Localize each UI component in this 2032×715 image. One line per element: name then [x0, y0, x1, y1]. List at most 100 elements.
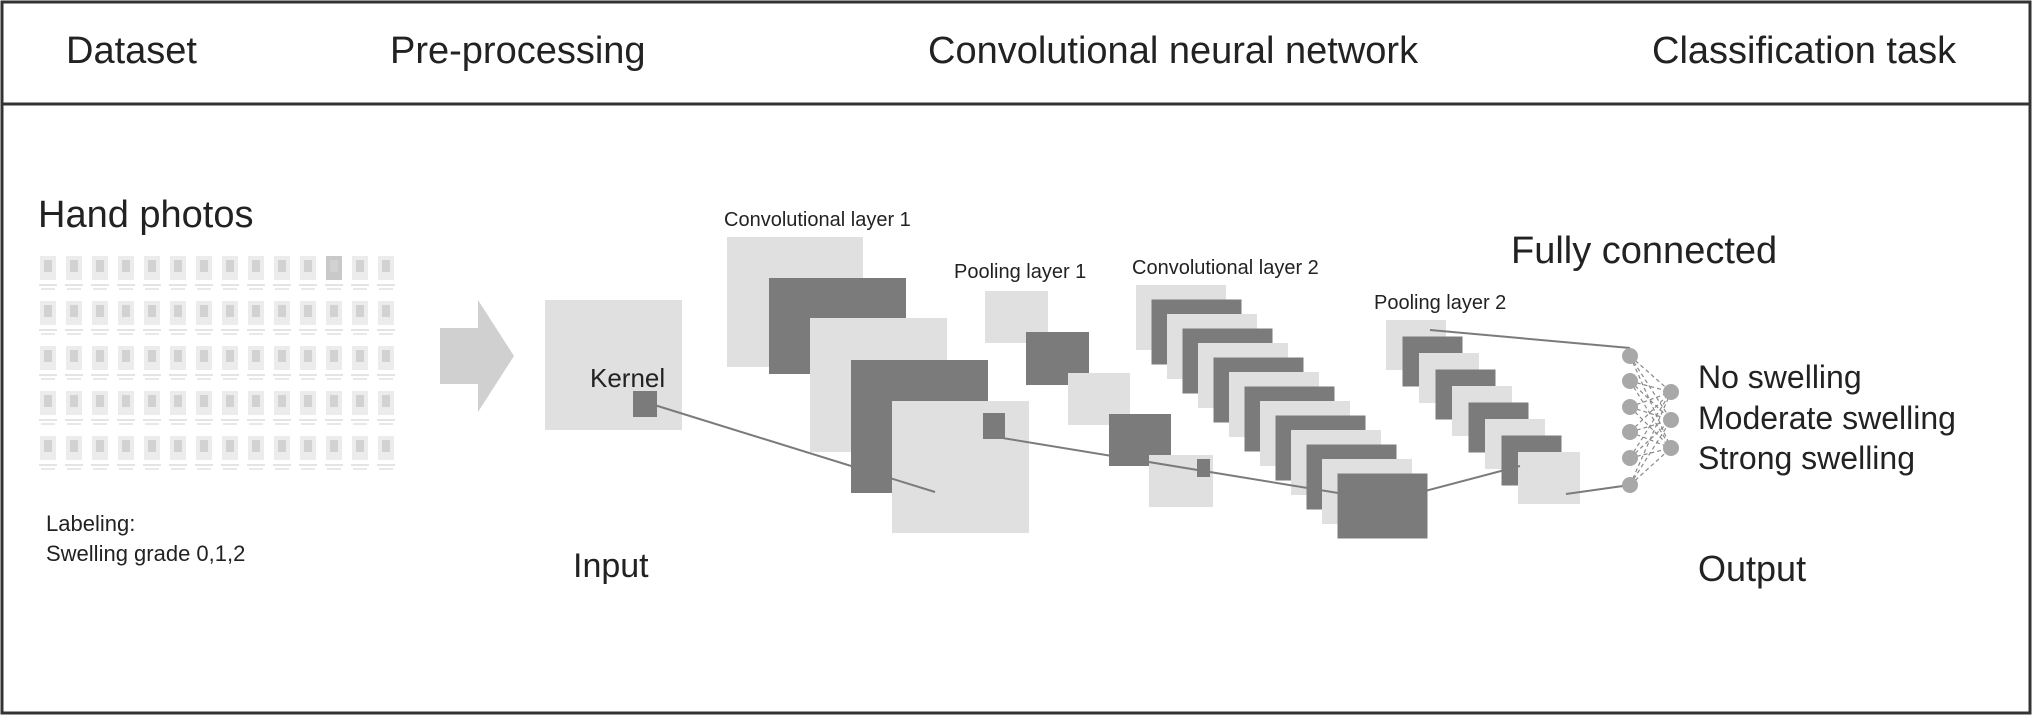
hand-photo-thumbnail: [91, 436, 109, 470]
fc-edge: [1629, 355, 1672, 421]
output-class-strong-swelling: Strong swelling: [1698, 440, 1915, 476]
hand-photo-thumbnail: [169, 256, 187, 290]
hand-photo-thumbnail: [221, 256, 239, 290]
fc-edge: [1629, 391, 1672, 486]
kernel-label: Kernel: [590, 363, 665, 393]
fc-edge: [1629, 380, 1672, 421]
hand-photo-thumbnail: [351, 346, 369, 380]
pool1-label: Pooling layer 1: [954, 261, 1086, 283]
hand-photo-thumbnail: [169, 301, 187, 335]
fc-edge: [1629, 391, 1672, 459]
hand-photo-thumbnail: [247, 436, 265, 470]
arrow-icon: [440, 300, 514, 412]
hidden-node: [1622, 399, 1638, 415]
hand-photo-thumbnail: [221, 436, 239, 470]
header-preprocessing: Pre-processing: [390, 30, 646, 72]
input-label: Input: [573, 547, 649, 585]
fc-edge: [1629, 447, 1672, 486]
hand-photo-thumbnail: [299, 436, 317, 470]
hand-photo-thumbnail: [91, 391, 109, 425]
hand-photo-thumbnail: [91, 256, 109, 290]
hand-photo-thumbnail: [195, 346, 213, 380]
hand-photo-thumbnail: [39, 391, 57, 425]
hidden-node: [1622, 424, 1638, 440]
connector-conv2-pool2: [1386, 465, 1521, 502]
hand-photo-thumbnail: [377, 301, 395, 335]
hand-photo-thumbnail: [325, 391, 343, 425]
output-node: [1663, 412, 1679, 428]
hand-photo-thumbnail: [65, 256, 83, 290]
hand-photo-thumbnail: [65, 346, 83, 380]
hand-photo-thumbnail: [325, 301, 343, 335]
fc-edge: [1629, 391, 1672, 433]
hand-photo-thumbnail: [91, 301, 109, 335]
fc-edge: [1629, 406, 1672, 449]
conv1-label: Convolutional layer 1: [724, 209, 911, 231]
hand-photo-thumbnail: [273, 256, 291, 290]
hand-photo-thumbnail: [91, 346, 109, 380]
hand-photo-thumbnail: [221, 301, 239, 335]
hand-photo-thumbnail: [273, 391, 291, 425]
hand-photo-thumbnail: [195, 301, 213, 335]
hand-photo-thumbnail: [273, 436, 291, 470]
hand-photo-thumbnail: [39, 436, 57, 470]
hand-photo-thumbnail: [65, 301, 83, 335]
output-node: [1663, 440, 1679, 456]
hand-photo-thumbnail: [325, 256, 343, 290]
hand-photo-thumbnail: [325, 436, 343, 470]
connector-pool2-top: [1429, 329, 1631, 349]
labeling-grades: Swelling grade 0,1,2: [46, 541, 245, 566]
pool2-stack: [1386, 320, 1580, 504]
hand-photo-thumbnail: [351, 436, 369, 470]
header-cnn: Convolutional neural network: [928, 30, 1419, 72]
hand-photo-thumbnail: [377, 436, 395, 470]
output-class-no-swelling: No swelling: [1698, 359, 1862, 395]
fc-edge: [1629, 419, 1672, 486]
hand-photo-thumbnail: [117, 346, 135, 380]
conv1-kernel: [983, 413, 1005, 439]
pool1-kernel: [1197, 459, 1210, 477]
hand-photo-thumbnail: [351, 256, 369, 290]
pool2-map: [1518, 452, 1580, 504]
hidden-node: [1622, 348, 1638, 364]
pool2-label: Pooling layer 2: [1374, 292, 1506, 314]
labeling-label: Labeling:: [46, 511, 135, 536]
hand-photos-title: Hand photos: [38, 194, 254, 236]
fully-connected-network: [1622, 348, 1679, 493]
hand-photo-thumbnail: [143, 256, 161, 290]
hand-photo-thumbnail: [195, 391, 213, 425]
hand-photo-thumbnail: [377, 391, 395, 425]
hand-photo-thumbnail: [117, 436, 135, 470]
fc-edge: [1629, 380, 1672, 449]
connector-lines: [647, 329, 1631, 502]
hand-photo-thumbnail: [169, 346, 187, 380]
fc-edge: [1629, 355, 1672, 393]
hand-photo-thumbnail: [377, 346, 395, 380]
output-label: Output: [1698, 548, 1806, 589]
conv1-map-5: [892, 401, 1029, 533]
hand-photo-thumbnail: [117, 391, 135, 425]
fc-edge: [1629, 355, 1672, 449]
hand-photo-thumbnail: [143, 346, 161, 380]
hand-photo-thumbnail: [273, 346, 291, 380]
hand-photo-thumbnail: [221, 346, 239, 380]
conv2-label: Convolutional layer 2: [1132, 257, 1319, 279]
conv2-stack: [1136, 285, 1428, 539]
hand-photo-thumbnail: [299, 346, 317, 380]
hand-photo-thumbnail: [65, 436, 83, 470]
input-image: [545, 300, 682, 430]
hidden-node: [1622, 450, 1638, 466]
hand-photo-thumbnail: [273, 301, 291, 335]
hand-photo-thumbnail: [299, 391, 317, 425]
fully-connected-label: Fully connected: [1511, 230, 1777, 272]
hand-photo-thumbnail: [351, 301, 369, 335]
hand-photo-thumbnail: [143, 301, 161, 335]
output-node: [1663, 384, 1679, 400]
hand-photo-thumbnail: [247, 256, 265, 290]
hand-photo-thumbnail: [299, 301, 317, 335]
hand-photo-thumbnail: [247, 346, 265, 380]
hand-photo-thumbnail: [117, 256, 135, 290]
hand-photo-thumbnail: [325, 346, 343, 380]
